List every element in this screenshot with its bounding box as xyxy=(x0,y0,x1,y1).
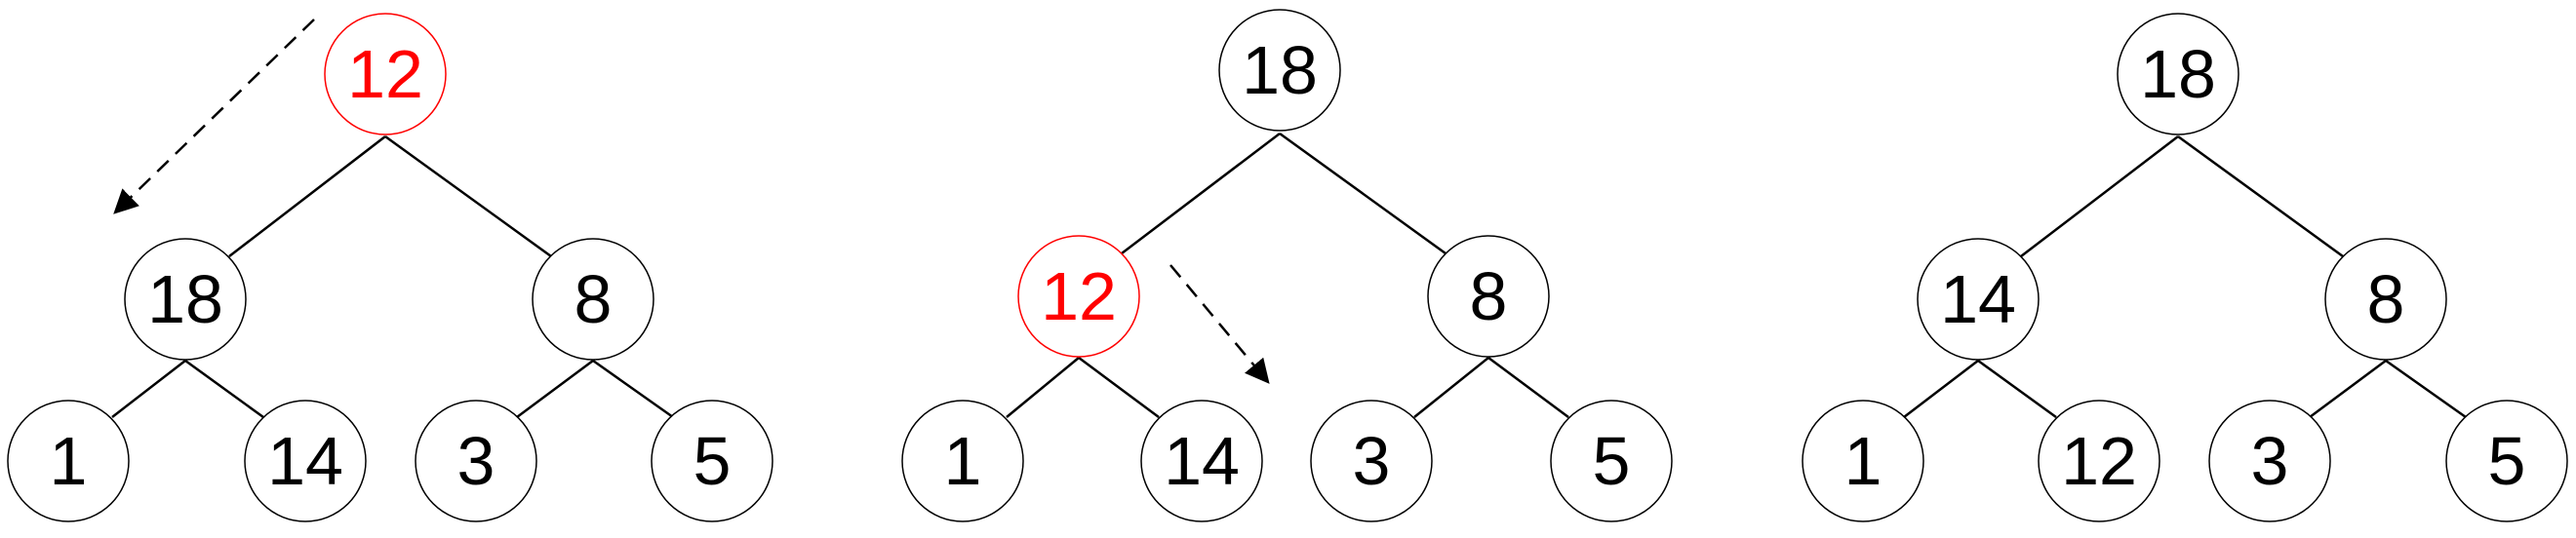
edge-left-leftleft xyxy=(111,360,186,418)
node-value: 3 xyxy=(1353,423,1391,499)
node-value: 14 xyxy=(1164,423,1240,499)
node-value: 18 xyxy=(1242,32,1318,108)
node-value: 1 xyxy=(50,423,88,499)
tree-node-root: 12 xyxy=(324,13,447,135)
tree-node-left: 14 xyxy=(1917,238,2040,361)
tree-node-right-right: 5 xyxy=(651,400,773,522)
tree-node-left-left: 1 xyxy=(7,400,130,522)
node-value: 12 xyxy=(347,36,423,112)
node-circle xyxy=(1310,400,1433,522)
node-value: 1 xyxy=(1844,423,1882,499)
node-value: 8 xyxy=(2367,261,2405,337)
node-value: 5 xyxy=(1593,423,1631,499)
node-circle xyxy=(1802,400,1924,522)
edge-root-right xyxy=(384,134,552,258)
node-value: 5 xyxy=(2488,423,2526,499)
tree-node-left-left: 1 xyxy=(1802,400,1924,522)
tree-node-left: 12 xyxy=(1017,235,1140,358)
tree-node-right-left: 3 xyxy=(2208,400,2331,522)
edge-right-rightright xyxy=(1487,356,1569,419)
sift-arrow xyxy=(1169,264,1270,384)
node-value: 18 xyxy=(2140,36,2216,112)
node-circle xyxy=(2324,238,2447,361)
node-circle xyxy=(415,400,537,522)
edge-left-leftright xyxy=(184,359,264,419)
tree-node-left-left: 1 xyxy=(901,400,1024,522)
tree-node-right-left: 3 xyxy=(415,400,537,522)
tree-1: 12 18 8 1 14 3 5 xyxy=(7,13,773,522)
node-circle xyxy=(532,238,654,361)
tree-node-right: 8 xyxy=(1427,235,1550,358)
node-value: 3 xyxy=(2251,423,2289,499)
node-circle xyxy=(1917,238,2040,361)
edge-root-left xyxy=(1121,133,1281,254)
node-value: 1 xyxy=(944,423,982,499)
tree-node-left-right: 14 xyxy=(1140,400,1263,522)
node-circle xyxy=(244,400,367,522)
node-value: 3 xyxy=(457,423,495,499)
tree-node-left: 18 xyxy=(124,238,247,361)
tree-3: 18 14 8 1 12 3 5 xyxy=(1802,13,2568,522)
tree-node-left-right: 14 xyxy=(244,400,367,522)
edge-root-right xyxy=(1279,132,1447,255)
edge-left-leftleft xyxy=(1903,360,1979,418)
tree-node-right-right: 5 xyxy=(1550,400,1673,522)
tree-node-root: 18 xyxy=(1218,9,1341,132)
node-circle xyxy=(124,238,247,361)
node-circle xyxy=(1427,235,1550,358)
edge-right-rightleft xyxy=(1413,357,1489,418)
node-value: 8 xyxy=(1470,258,1508,334)
node-value: 14 xyxy=(267,423,343,499)
node-circle xyxy=(2038,400,2160,522)
node-circle xyxy=(1218,9,1341,132)
node-circle xyxy=(2208,400,2331,522)
node-circle xyxy=(2117,13,2239,135)
tree-node-right: 8 xyxy=(532,238,654,361)
node-value: 12 xyxy=(2061,423,2137,499)
edge-left-leftright xyxy=(1078,356,1160,419)
node-value: 18 xyxy=(147,261,223,337)
node-circle xyxy=(7,400,130,522)
node-circle xyxy=(1550,400,1673,522)
edge-right-rightright xyxy=(2385,359,2467,419)
tree-2: 18 12 8 1 14 3 5 xyxy=(901,9,1673,522)
edge-left-leftleft xyxy=(1006,357,1080,418)
tree-node-root: 18 xyxy=(2117,13,2239,135)
tree-node-right-left: 3 xyxy=(1310,400,1433,522)
edge-root-left xyxy=(228,135,386,257)
edge-left-leftright xyxy=(1977,359,2057,419)
edge-right-rightleft xyxy=(2309,359,2387,419)
sift-arrow xyxy=(113,19,315,214)
node-value: 12 xyxy=(1041,258,1117,334)
edge-root-left xyxy=(2020,135,2179,257)
node-circle xyxy=(651,400,773,522)
tree-node-right: 8 xyxy=(2324,238,2447,361)
tree-node-right-right: 5 xyxy=(2445,400,2568,522)
tree-node-left-right: 12 xyxy=(2038,400,2160,522)
node-circle xyxy=(1017,235,1140,358)
node-circle xyxy=(324,13,447,135)
node-value: 8 xyxy=(575,261,613,337)
edge-right-rightleft xyxy=(516,359,594,419)
node-circle xyxy=(2445,400,2568,522)
node-value: 5 xyxy=(694,423,732,499)
edge-root-right xyxy=(2177,134,2344,258)
node-value: 14 xyxy=(1940,261,2016,337)
edge-right-rightright xyxy=(592,359,674,419)
node-circle xyxy=(901,400,1024,522)
node-circle xyxy=(1140,400,1263,522)
